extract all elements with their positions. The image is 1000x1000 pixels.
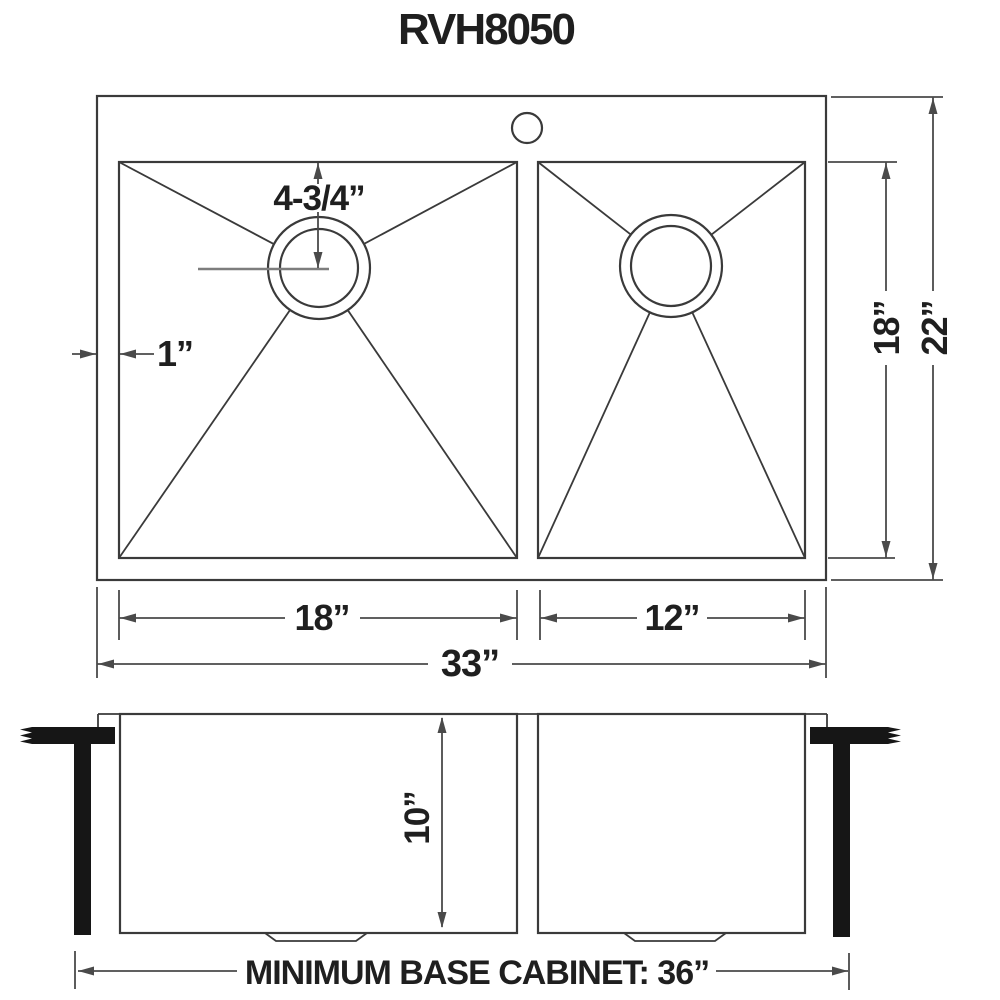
dim-left-bowl-width: 18” bbox=[118, 590, 518, 640]
right-bowl-front bbox=[536, 712, 807, 935]
arrow-up-icon bbox=[881, 163, 891, 179]
clip-arm-icon bbox=[20, 727, 115, 744]
sink-outline bbox=[95, 94, 828, 582]
arrow-left-icon bbox=[78, 966, 94, 976]
right-drain-inner bbox=[629, 224, 713, 308]
left-drain-bump bbox=[264, 932, 368, 942]
dim-rim-width: 1” bbox=[72, 333, 194, 374]
dim-label-left-bowl-width: 18” bbox=[294, 597, 349, 638]
dim-label-bowl-height: 10” bbox=[398, 791, 437, 844]
arrow-down-icon bbox=[881, 541, 891, 557]
dim-faucet-to-drain: 4-3/4” bbox=[273, 163, 366, 268]
clip-leg-icon bbox=[833, 743, 850, 937]
dim-label-bowl-depth: 18” bbox=[866, 300, 907, 355]
arrow-down-icon bbox=[313, 252, 323, 268]
arrow-up-icon bbox=[928, 98, 938, 114]
dim-label-right-bowl-width: 12” bbox=[644, 597, 699, 638]
dim-overall-depth: 22” bbox=[831, 96, 955, 581]
clip-leg-icon bbox=[74, 743, 91, 935]
left-bowl-front bbox=[118, 712, 519, 935]
model-title: RVH8050 bbox=[398, 5, 575, 54]
dim-bowl-depth: 18” bbox=[828, 161, 907, 559]
arrow-left-icon bbox=[98, 659, 114, 669]
arrow-right-icon bbox=[80, 349, 96, 359]
right-mounting-clip bbox=[810, 727, 901, 937]
arrow-right-icon bbox=[809, 659, 825, 669]
dim-bowl-height: 10” bbox=[398, 717, 447, 928]
arrow-left-icon bbox=[120, 349, 136, 359]
top-view: 4-3/4” 1” 18” 12” bbox=[72, 94, 955, 685]
right-drain-outer bbox=[618, 213, 724, 319]
left-bowl-outline bbox=[117, 160, 519, 560]
side-view: 10” MINIMUM BASE CABINET: 36” bbox=[20, 712, 901, 992]
dim-label-overall-width: 33” bbox=[441, 643, 499, 685]
dim-label-faucet-to-drain: 4-3/4” bbox=[273, 179, 364, 218]
dim-right-bowl-width: 12” bbox=[539, 590, 806, 640]
arrow-right-icon bbox=[500, 613, 516, 623]
right-drain-bump bbox=[623, 932, 727, 942]
arrow-down-icon bbox=[928, 563, 938, 579]
arrow-down-icon bbox=[437, 912, 447, 928]
arrow-up-icon bbox=[313, 163, 323, 179]
dim-label-base-cabinet: MINIMUM BASE CABINET: 36” bbox=[245, 954, 709, 992]
dim-label-rim: 1” bbox=[157, 333, 193, 374]
left-mounting-clip bbox=[20, 727, 115, 935]
clip-arm-icon bbox=[810, 727, 901, 744]
dim-label-overall-depth: 22” bbox=[914, 300, 955, 355]
arrow-up-icon bbox=[437, 717, 447, 733]
dim-base-cabinet: MINIMUM BASE CABINET: 36” bbox=[74, 951, 850, 992]
arrow-left-icon bbox=[541, 613, 557, 623]
arrow-left-icon bbox=[120, 613, 136, 623]
faucet-hole bbox=[510, 111, 544, 145]
dim-overall-width: 33” bbox=[96, 587, 827, 685]
right-bowl-outline bbox=[536, 160, 807, 560]
arrow-right-icon bbox=[832, 966, 848, 976]
arrow-right-icon bbox=[788, 613, 804, 623]
